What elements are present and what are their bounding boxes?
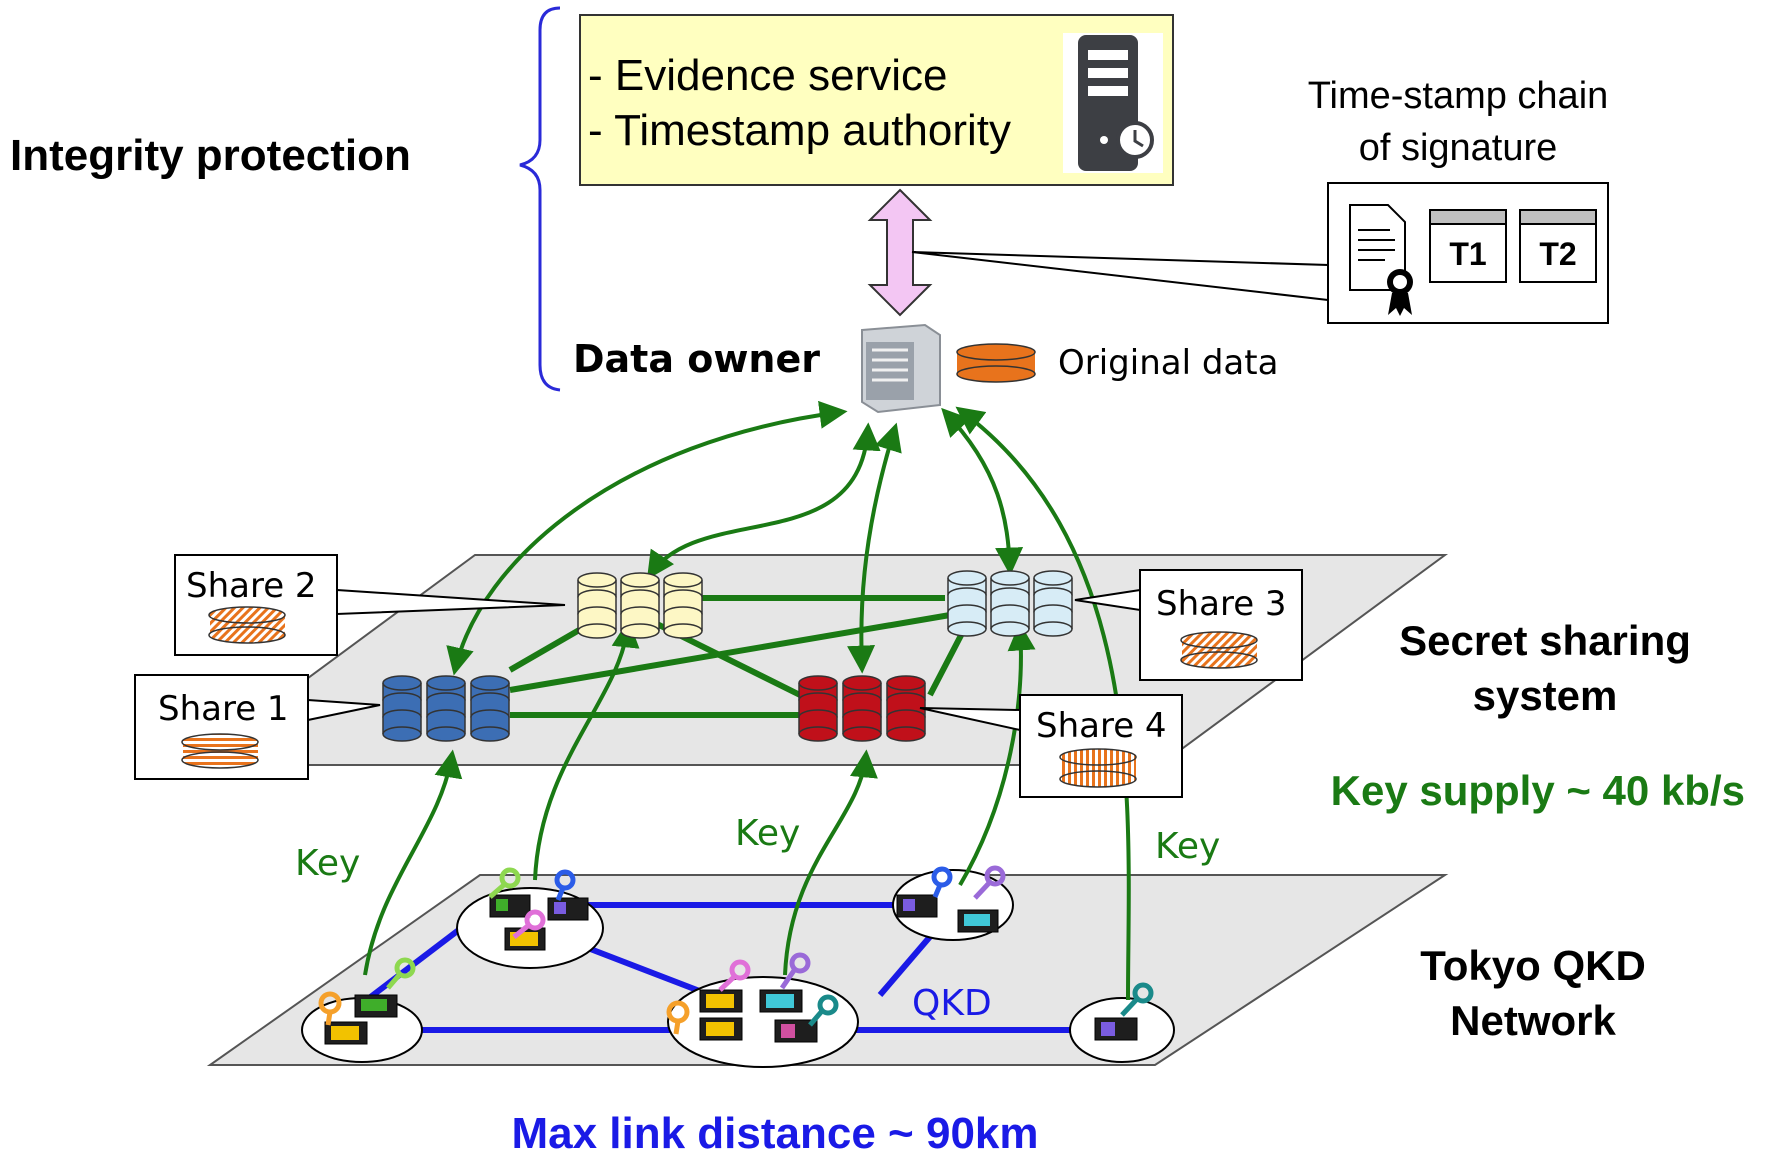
arrow-owner-share3 (941, 407, 1024, 576)
db-stack-share4 (798, 675, 926, 742)
secret-sharing-label-line-1: Secret sharing (1399, 617, 1691, 664)
secret-sharing-label-line-2: system (1473, 672, 1618, 719)
data-owner-server-icon (861, 323, 941, 414)
max-distance-label: Max link distance ~ 90km (511, 1109, 1038, 1153)
qkd-network-label-line-2: Network (1450, 997, 1616, 1044)
share2-callout: Share 2 (174, 554, 566, 656)
key-and-share-arrows (363, 400, 1131, 1001)
service-line-2: - Timestamp authority (588, 106, 1011, 155)
share4-callout: Share 4 (919, 694, 1183, 798)
share2-label: Share 2 (186, 566, 317, 606)
db-stack-share3 (947, 570, 1073, 637)
data-owner-label: Data owner (573, 337, 820, 381)
chain-item-t2: T2 (1539, 236, 1576, 272)
timestamp-server-icon (1063, 33, 1163, 173)
arrow-owner-share4 (847, 422, 902, 674)
service-line-1: - Evidence service (588, 51, 947, 100)
timestamp-t2-icon: T2 (1519, 209, 1597, 283)
chain-item-t1: T1 (1449, 236, 1486, 272)
blue-brace (519, 6, 561, 392)
pink-double-arrow (867, 188, 933, 317)
arrow-qkd-owner (955, 406, 1131, 1001)
arrow-key-share4 (783, 749, 878, 976)
key-label-3: Key (1155, 826, 1220, 867)
share4-label: Share 4 (1036, 706, 1167, 746)
signed-document-icon (1349, 204, 1413, 316)
share3-callout: Share 3 (1074, 569, 1303, 681)
qkd-network-label-line-1: Tokyo QKD (1420, 942, 1646, 989)
qkd-devices (318, 865, 1154, 1045)
original-data-disk-icon (956, 343, 1036, 383)
db-stack-share2 (577, 572, 703, 639)
chain-title-line-1: Time-stamp chain (1308, 75, 1609, 117)
share1-label: Share 1 (158, 689, 289, 729)
share1-callout: Share 1 (134, 674, 381, 780)
chain-title-line-2: of signature (1359, 127, 1558, 169)
original-data-label: Original data (1058, 343, 1278, 383)
db-stack-share1 (382, 675, 510, 742)
key-supply-label: Key supply ~ 40 kb/s (1331, 767, 1745, 814)
data-owner: Data owner Original data (573, 323, 1278, 414)
arrow-key-share2 (533, 619, 640, 881)
timestamp-t1-icon: T1 (1429, 209, 1507, 283)
integrity-group: Integrity protection (10, 6, 561, 392)
service-box: - Evidence service - Timestamp authority (579, 14, 1174, 186)
qkd-link-label: QKD (912, 983, 992, 1024)
timestamp-chain: Time-stamp chain of signature T1 T2 (911, 75, 1609, 324)
arrow-key-share3 (958, 622, 1036, 887)
key-label-2: Key (735, 813, 800, 854)
share3-label: Share 3 (1156, 584, 1287, 624)
integrity-label: Integrity protection (10, 131, 411, 180)
arrow-key-share1 (363, 749, 463, 976)
key-label-1: Key (295, 843, 360, 884)
